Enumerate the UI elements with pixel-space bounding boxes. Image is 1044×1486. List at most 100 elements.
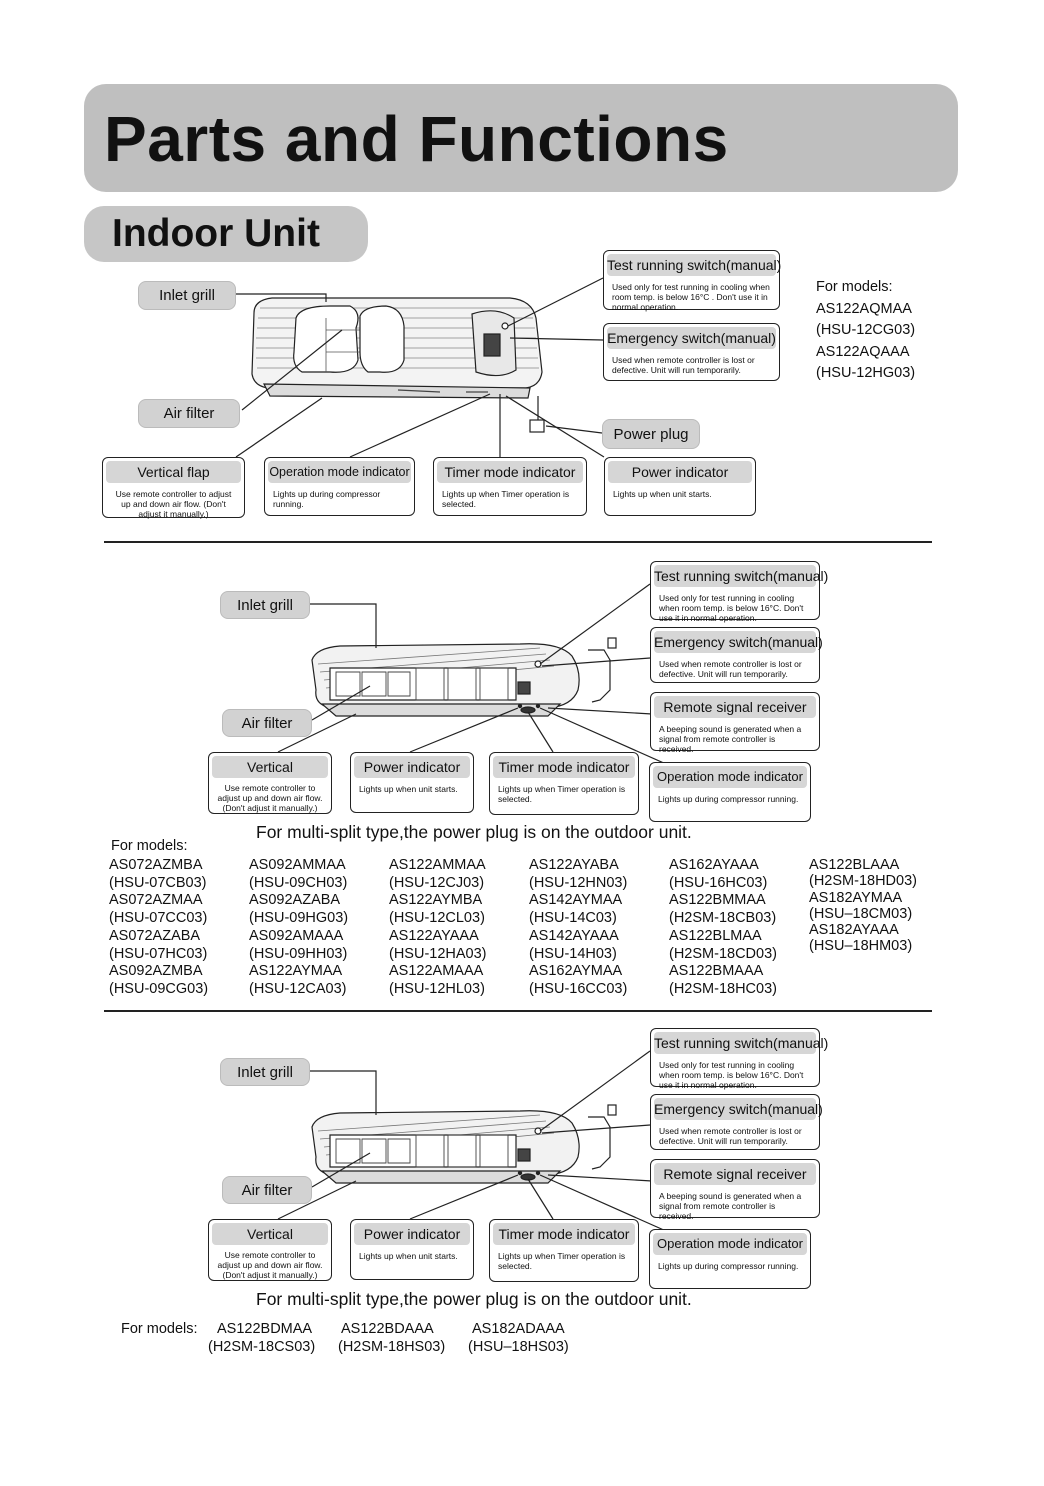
model-item: (HSU-16CC03)	[529, 980, 628, 997]
model-item: AS142AYAAA	[529, 927, 619, 944]
model-item: AS162AYMAA	[529, 963, 623, 980]
model-column-5: AS162AYAAA (HSU-16HC03) AS122BMMAA (H2SM…	[669, 857, 777, 999]
emergency-switch-desc: Used when remote controller is lost or d…	[612, 355, 755, 375]
model-item: (HSU-09HH03)	[249, 945, 348, 962]
timer-indicator-title: Timer mode indicator	[437, 461, 583, 483]
model-column-1: AS072AZMBA (HSU-07CB03) AS072AZMAA (HSU-…	[109, 857, 208, 999]
model-item: (HSU-12CL03)	[389, 910, 485, 927]
vertical-title: Vertical	[212, 756, 328, 778]
test-switch-callout: Test running switch(manual) Used only fo…	[650, 1028, 828, 1090]
model-item: AS092AZABA	[249, 892, 341, 909]
model-item: AS122AYMBA	[389, 892, 483, 909]
operation-indicator-title: Operation mode indicator	[268, 461, 411, 483]
test-switch-callout: Test running switch(manual) Used only fo…	[603, 250, 781, 312]
remote-receiver-desc: A beeping sound is generated when a sign…	[659, 1191, 802, 1221]
model-column-3: AS122AMMAA (HSU-12CJ03) AS122AYMBA (HSU-…	[389, 857, 487, 999]
model-item: AS092AMMAA	[249, 857, 346, 873]
model-item: AS122BDMAA	[217, 1321, 313, 1337]
model-item: (HSU-14H03)	[529, 945, 617, 962]
model-item: (HSU-09CG03)	[109, 980, 209, 997]
section-divider	[104, 1010, 932, 1012]
operation-indicator-desc: Lights up during compressor running.	[658, 794, 799, 804]
section1-models: For models: AS122AQMAA (HSU-12CG03) AS12…	[816, 277, 915, 385]
model-column-2: AS122BDAAA (H2SM-18HS03)	[338, 1321, 445, 1356]
model-item: (HSU-09HG03)	[249, 910, 349, 927]
model-item: (HSU-07HC03)	[109, 945, 208, 962]
operation-indicator-title: Operation mode indicator	[653, 766, 807, 788]
timer-indicator-callout: Timer mode indicator Lights up when Time…	[489, 752, 639, 815]
model-item: AS142AYMAA	[529, 892, 623, 909]
model-item: AS182ADAAA	[472, 1321, 565, 1337]
page-title: Parts and Functions	[104, 103, 729, 175]
test-switch-callout: Test running switch(manual) Used only fo…	[650, 561, 828, 623]
emergency-switch-callout: Emergency switch(manual) Used when remot…	[650, 1094, 823, 1150]
vertical-callout: Vertical Use remote controller to adjust…	[208, 752, 332, 814]
power-indicator-title: Power indicator	[354, 1223, 470, 1245]
multi-split-note: For multi-split type,the power plug is o…	[256, 822, 692, 842]
timer-indicator-callout: Timer mode indicator Lights up when Time…	[489, 1219, 639, 1282]
model-item: AS182AYMAA	[809, 889, 903, 906]
model-item: (HSU-07CC03)	[109, 910, 208, 927]
power-indicator-desc: Lights up when unit starts.	[359, 1251, 458, 1261]
model-item: (H2SM-18CD03)	[669, 945, 777, 962]
power-indicator-callout: Power indicator Lights up when unit star…	[350, 752, 474, 813]
model-item: (HSU-16HC03)	[669, 874, 768, 891]
emergency-switch-title: Emergency switch(manual)	[607, 327, 776, 349]
power-indicator-title: Power indicator	[608, 461, 752, 483]
operation-indicator-title: Operation mode indicator	[653, 1233, 807, 1255]
emergency-switch-desc: Used when remote controller is lost or d…	[659, 1126, 802, 1146]
power-indicator-desc: Lights up when unit starts.	[359, 784, 458, 794]
model-item: AS072AZMAA	[109, 892, 203, 909]
test-switch-desc: Used only for test running in cooling wh…	[659, 1060, 804, 1090]
timer-indicator-desc: Lights up when Timer operation is select…	[498, 784, 626, 804]
multi-split-note: For multi-split type,the power plug is o…	[256, 1289, 692, 1309]
remote-receiver-callout: Remote signal receiver A beeping sound i…	[650, 1159, 820, 1221]
vertical-flap-title: Vertical flap	[106, 461, 241, 483]
model-item: (H2SM-18CB03)	[669, 910, 777, 927]
test-switch-title: Test running switch(manual)	[654, 565, 828, 587]
timer-indicator-desc: Lights up when Timer operation is select…	[498, 1251, 626, 1271]
models-label: For models:	[111, 838, 188, 854]
vertical-callout: Vertical Use remote controller to adjust…	[208, 1219, 332, 1281]
model-item: (HSU-12HA03)	[389, 945, 487, 962]
inlet-grill-label: Inlet grill	[220, 1058, 310, 1086]
model-item: (HSU-07CB03)	[109, 874, 207, 891]
operation-indicator-callout: Operation mode indicator Lights up durin…	[649, 762, 811, 822]
timer-indicator-title: Timer mode indicator	[493, 756, 635, 778]
model-item: (HSU-12HL03)	[389, 980, 485, 997]
emergency-switch-desc: Used when remote controller is lost or d…	[659, 659, 802, 679]
model-item: AS162AYAAA	[669, 857, 759, 873]
remote-receiver-callout: Remote signal receiver A beeping sound i…	[650, 692, 820, 754]
model-item: AS122BLMAA	[669, 927, 762, 944]
remote-receiver-title: Remote signal receiver	[654, 1163, 816, 1185]
model-item: (HSU-12CG03)	[816, 322, 916, 338]
model-item: (H2SM-18HC03)	[669, 980, 777, 997]
subtitle-banner	[84, 206, 368, 262]
model-item: AS122AQMAA	[816, 300, 912, 317]
models-label: For models:	[816, 279, 893, 295]
model-item: AS122BMMAA	[669, 892, 766, 909]
model-column-3: AS182ADAAA (HSU–18HS03)	[468, 1321, 569, 1356]
emergency-switch-callout: Emergency switch(manual) Used when remot…	[603, 323, 780, 381]
test-switch-title: Test running switch(manual)	[654, 1032, 828, 1054]
model-item: (HSU–18CM03)	[809, 905, 913, 922]
operation-indicator-callout: Operation mode indicator Lights up durin…	[264, 457, 415, 516]
model-item: AS072AZMBA	[109, 857, 203, 873]
model-item: AS122BLAAA	[809, 857, 900, 873]
model-column-1: AS122BDMAA (H2SM-18CS03)	[208, 1321, 315, 1356]
model-column-4: AS122AYABA (HSU-12HN03) AS142AYMAA (HSU-…	[529, 857, 627, 999]
model-item: AS122AMAAA	[389, 963, 484, 980]
power-indicator-callout: Power indicator Lights up when unit star…	[604, 457, 756, 516]
air-filter-label: Air filter	[222, 709, 312, 737]
model-item: AS072AZABA	[109, 927, 201, 944]
timer-indicator-callout: Timer mode indicator Lights up when Time…	[433, 457, 587, 516]
timer-indicator-title: Timer mode indicator	[493, 1223, 635, 1245]
test-switch-desc: Used only for test running in cooling wh…	[659, 593, 804, 623]
operation-indicator-callout: Operation mode indicator Lights up durin…	[649, 1229, 811, 1289]
remote-receiver-desc: A beeping sound is generated when a sign…	[659, 724, 802, 754]
inlet-grill-label: Inlet grill	[138, 281, 236, 310]
emergency-switch-title: Emergency switch(manual)	[654, 631, 823, 653]
test-switch-desc: Used only for test running in cooling wh…	[612, 282, 770, 312]
